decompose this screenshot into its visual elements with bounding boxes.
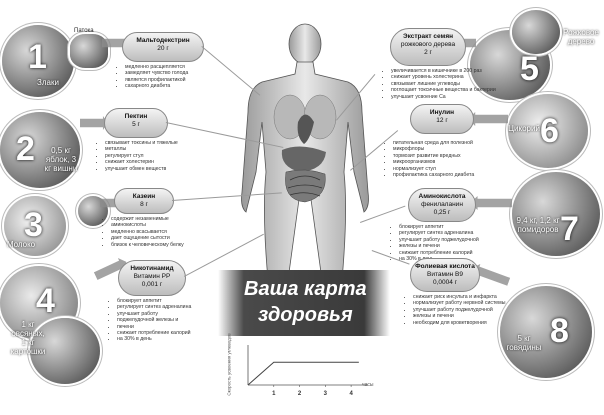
circle-4-potatoes [30, 318, 100, 384]
label-2: 0,5 кг яблок, 3 кг вишни [44, 146, 78, 173]
absorption-chart: 1 2 3 4 Скорость усвоения углеводов часы [227, 333, 378, 410]
bullets-6: питательная среда для полезноймикрофлоры… [386, 140, 513, 178]
number-2: 2 [16, 130, 35, 168]
arrow-7 [470, 196, 512, 210]
circle-2-fruits [0, 112, 80, 188]
number-7: 7 [560, 210, 579, 248]
bullets-1: медленно расщепляетсязамедляет чувство г… [118, 64, 235, 90]
pill-carob-extract: Экстракт семян рожкового дерева 2 г [390, 28, 466, 66]
label-6: Цикорий [508, 124, 540, 133]
arrow-2 [80, 116, 108, 130]
chart-ylabel: Скорость усвоения углеводов [226, 333, 232, 396]
number-5: 5 [520, 50, 539, 88]
circle-8-beef [500, 286, 592, 378]
chart-series-line [247, 361, 359, 386]
label-3: Молоко [6, 240, 36, 249]
title-line1: Ваша карта [244, 278, 367, 300]
chart-x-tick-label: 4 [349, 391, 353, 397]
circle-1-molasses [70, 34, 108, 68]
label-7: 9,4 кг, 1,2 кг помидоров [516, 216, 560, 234]
label-8: 5 кг говядины [506, 334, 542, 352]
bullets-3: содержит незаменимыеаминокислотымедленно… [104, 216, 221, 248]
chart-x-tick-label: 1 [272, 391, 276, 397]
number-3: 3 [24, 206, 43, 244]
number-8: 8 [550, 312, 569, 350]
pill-nicotinamide: Никотинамид Витамин РР 0,001 г [118, 260, 186, 296]
bullets-5: увеличивается в кишечнике в 200 разснижа… [384, 68, 511, 100]
pill-casein: Казеин 8 г [114, 188, 174, 214]
circle-7-tomatoes [512, 172, 600, 256]
circle-1-grains [2, 25, 74, 97]
title-line2: здоровья [258, 304, 353, 326]
bullets-7: блокирует аппетитрегулирует синтез адрен… [392, 224, 517, 262]
label-4: 1 кг овсяных, 1 кг картошки [10, 320, 46, 356]
chart-x-tick-label: 2 [298, 391, 302, 397]
human-body-illustration [241, 23, 369, 281]
pill-inulin: Инулин 12 г [410, 104, 474, 134]
circle-3-milk [4, 196, 66, 256]
circle-6-chicory [508, 94, 588, 168]
bullets-4: блокирует аппетитрегулирует синтез адрен… [110, 298, 227, 343]
pill-phenylalanine: Аминокислота фенилаланин 0,25 г [408, 188, 476, 222]
pill-folic-acid: Фолиевая кислота Витамин В9 0,0004 г [410, 258, 480, 292]
bullets-2: связывает токсины и тяжелыеметаллырегули… [98, 140, 215, 172]
pill-pectin: Пектин 5 г [104, 108, 168, 138]
label-1: Злаки [37, 78, 59, 87]
title-banner: Ваша карта здоровья [218, 270, 390, 336]
pill-maltodextrin: Мальтодекстрин 20 г [122, 32, 204, 62]
number-4: 4 [36, 282, 55, 320]
molasses-label: Патока [74, 28, 94, 34]
number-6: 6 [540, 112, 559, 150]
chart-x-tick-label: 3 [324, 391, 328, 397]
chart-xlabel: часы [362, 382, 374, 388]
number-1: 1 [28, 38, 47, 76]
bullets-8: снижает риск инсульта и инфарктанормализ… [406, 294, 531, 326]
label-5: Рожковое дерево [563, 28, 599, 46]
arrow-6 [468, 112, 508, 126]
circle-5-carob-pods [512, 10, 560, 54]
